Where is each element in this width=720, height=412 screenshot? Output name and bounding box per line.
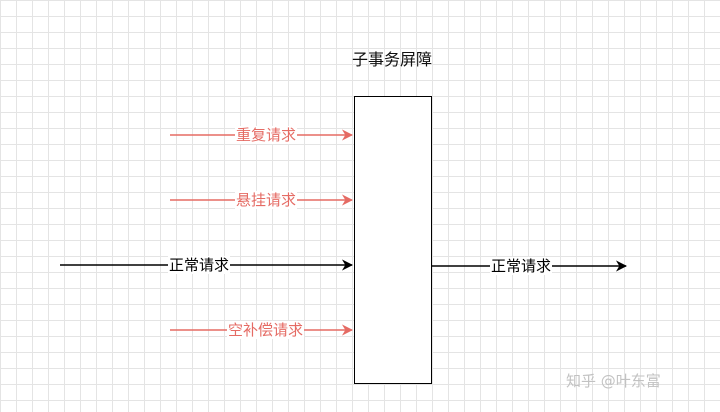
normal-request-in-label: 正常请求 [168,256,231,274]
duplicate-request-label: 重复请求 [235,126,298,144]
barrier-title: 子事务屏障 [351,50,432,69]
zhihu-watermark: 知乎 @叶东富 [566,372,661,390]
normal-request-out-label: 正常请求 [490,257,553,275]
null-compensation-request-label: 空补偿请求 [227,321,305,339]
sub-transaction-barrier-box [354,96,432,384]
suspended-request-label: 悬挂请求 [235,191,298,209]
